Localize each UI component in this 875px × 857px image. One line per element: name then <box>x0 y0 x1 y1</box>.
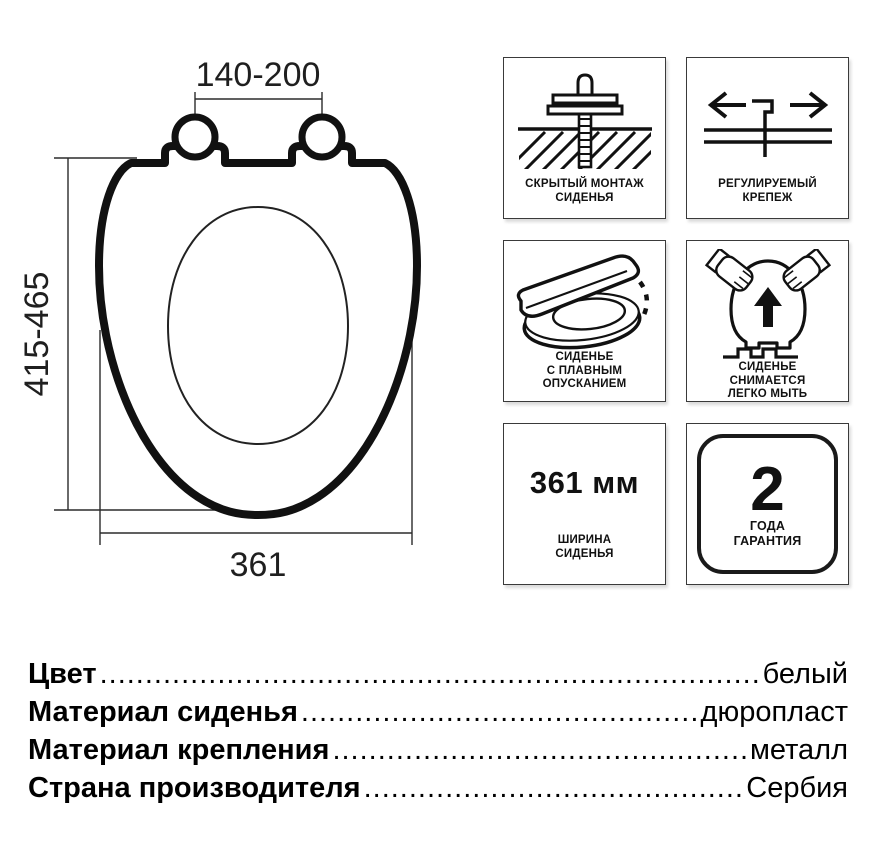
dot-leader <box>298 696 701 729</box>
badge-label: СИДЕНЬЕ СНИМАЕТСЯ ЛЕГКО МЫТЬ <box>727 361 808 400</box>
spec-row-fastener-material: Материал крепления металл <box>28 734 848 772</box>
spec-row-country: Страна производителя Сербия <box>28 772 848 810</box>
soft-close-icon <box>516 254 649 350</box>
spec-label: Материал сиденья <box>28 696 298 728</box>
dim-top-label: 140-200 <box>196 56 321 94</box>
badge-removable-seat: СИДЕНЬЕ СНИМАЕТСЯ ЛЕГКО МЫТЬ <box>686 240 849 402</box>
spec-value: белый <box>762 658 848 690</box>
dim-side-label: 415-465 <box>18 272 56 397</box>
seat-width-value: 361 мм <box>529 465 640 500</box>
badge-seat-width: 361 мм ШИРИНА СИДЕНЬЯ <box>503 423 666 585</box>
dot-leader <box>329 734 750 767</box>
spec-label: Цвет <box>28 658 97 690</box>
spec-value: Сербия <box>746 772 848 804</box>
dim-bottom-label: 361 <box>230 546 287 584</box>
badge-label: СИДЕНЬЕ С ПЛАВНЫМ ОПУСКАНИЕМ <box>542 351 627 390</box>
seat-technical-drawing: 140-200 415-465 361 <box>18 56 421 584</box>
feature-badges: СКРЫТЫЙ МОНТАЖ СИДЕНЬЯ <box>503 57 849 585</box>
dimension-lines <box>54 92 413 545</box>
spec-label: Материал крепления <box>28 734 330 766</box>
spec-row-seat-material: Материал сиденья дюропласт <box>28 696 848 734</box>
seat-inner-hole <box>166 205 350 446</box>
badge-label: РЕГУЛИРУЕМЫЙ КРЕПЕЖ <box>718 178 817 204</box>
spec-value: дюропласт <box>700 696 848 728</box>
adjustable-fastener-icon <box>703 90 832 157</box>
badge-label: СКРЫТЫЙ МОНТАЖ СИДЕНЬЯ <box>525 178 644 204</box>
dot-leader <box>361 772 747 805</box>
warranty-years-value: 2 <box>750 455 785 524</box>
spec-value: металл <box>749 734 848 766</box>
badge-adjustable-fastener: РЕГУЛИРУЕМЫЙ КРЕПЕЖ <box>686 57 849 219</box>
mounting-hole-right <box>298 113 346 161</box>
badge-warranty: 2 ГОДА ГАРАНТИЯ <box>686 423 849 585</box>
badge-label: ШИРИНА СИДЕНЬЯ <box>555 534 614 560</box>
removable-seat-icon <box>704 249 831 359</box>
warranty-badge-frame: 2 ГОДА ГАРАНТИЯ <box>697 434 838 574</box>
seat-outline <box>95 142 421 519</box>
spec-list: Цвет белый Материал сиденья дюропласт Ма… <box>28 658 848 810</box>
concealed-mount-icon <box>517 73 652 169</box>
mounting-hole-left <box>171 113 219 161</box>
badge-concealed-mount: СКРЫТЫЙ МОНТАЖ СИДЕНЬЯ <box>503 57 666 219</box>
badge-soft-close: СИДЕНЬЕ С ПЛАВНЫМ ОПУСКАНИЕМ <box>503 240 666 402</box>
dot-leader <box>97 658 763 691</box>
spec-row-color: Цвет белый <box>28 658 848 696</box>
spec-label: Страна производителя <box>28 772 361 804</box>
